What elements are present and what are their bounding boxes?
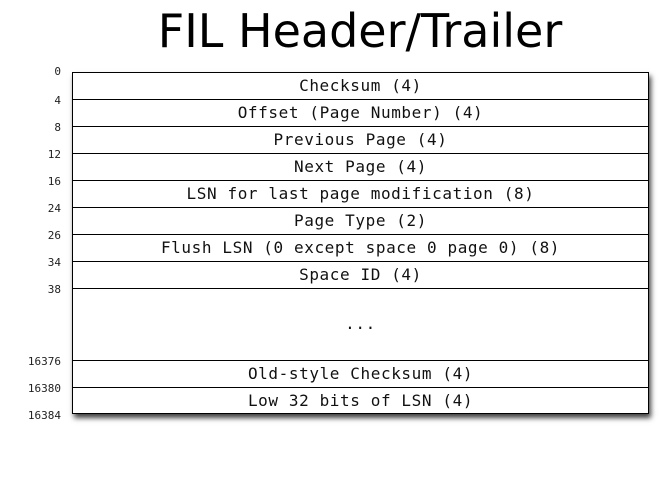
byte-offset-label: 16380 xyxy=(27,382,61,395)
field-row: LSN for last page modification (8) xyxy=(73,180,648,207)
field-row: Page Type (2) xyxy=(73,207,648,234)
field-row: Flush LSN (0 except space 0 page 0) (8) xyxy=(73,234,648,261)
field-row: Old-style Checksum (4) xyxy=(73,360,648,387)
field-row: Checksum (4) xyxy=(299,76,422,95)
byte-offset-label: 12 xyxy=(47,148,61,161)
byte-offset-label: 16376 xyxy=(27,355,61,368)
page-structure-box: Checksum (4) Offset (Page Number) (4)Prev… xyxy=(72,72,649,414)
field-row: Low 32 bits of LSN (4) xyxy=(73,387,648,414)
byte-offset-label: 8 xyxy=(54,121,61,134)
byte-offset-label: 24 xyxy=(47,202,61,215)
byte-offset-label: 4 xyxy=(54,94,61,107)
field-row: Offset (Page Number) (4) xyxy=(73,99,648,126)
field-row: Next Page (4) xyxy=(73,153,648,180)
byte-offset-label: 34 xyxy=(47,256,61,269)
byte-offset-label: 16384 xyxy=(27,409,61,422)
field-row: Space ID (4) xyxy=(73,261,648,288)
byte-offset-label: 16 xyxy=(47,175,61,188)
ellipsis-gap: ... xyxy=(73,288,648,360)
diagram-title: FIL Header/Trailer xyxy=(157,4,563,58)
byte-offset-label: 26 xyxy=(47,229,61,242)
field-row: Previous Page (4) xyxy=(73,126,648,153)
byte-offset-label: 0 xyxy=(54,65,61,78)
byte-offset-label: 38 xyxy=(47,283,61,296)
